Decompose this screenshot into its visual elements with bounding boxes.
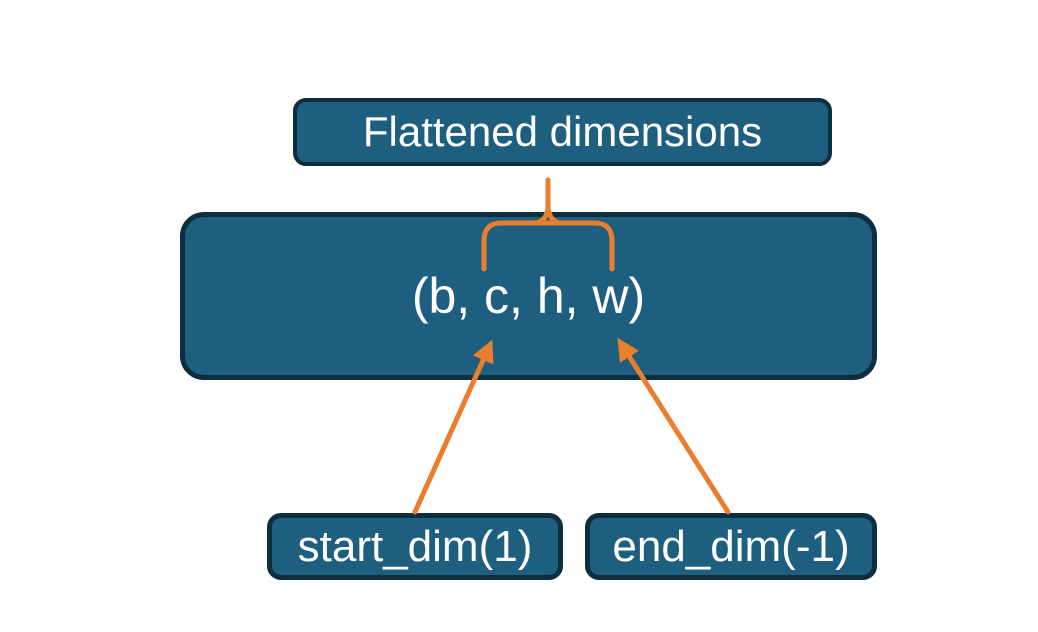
node-tensor-shape-label: (b, c, h, w): [411, 268, 646, 324]
node-start-dim-label: start_dim(1): [297, 521, 533, 571]
node-flattened-dimensions-label: Flattened dimensions: [362, 108, 763, 155]
node-end-dim: end_dim(-1): [585, 513, 877, 580]
node-start-dim: start_dim(1): [267, 513, 563, 580]
node-end-dim-label: end_dim(-1): [612, 521, 850, 571]
node-flattened-dimensions: Flattened dimensions: [293, 98, 832, 166]
node-tensor-shape: (b, c, h, w): [180, 212, 877, 380]
